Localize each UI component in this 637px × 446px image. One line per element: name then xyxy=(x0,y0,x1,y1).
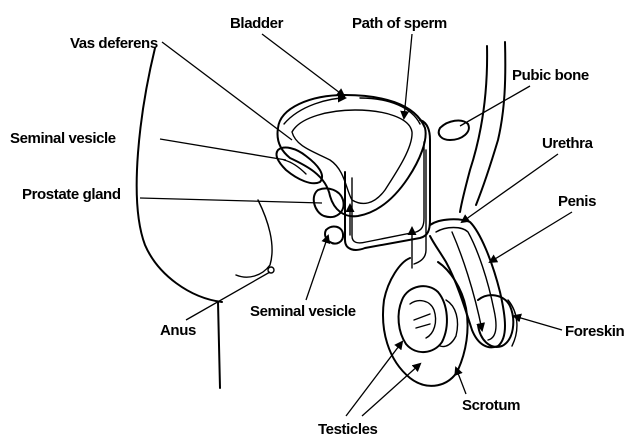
leader-prostate-gland xyxy=(140,198,322,203)
leader-lines xyxy=(140,34,572,416)
label-scrotum: Scrotum xyxy=(462,397,520,414)
leader-pubic-bone xyxy=(460,86,530,126)
thigh-curve xyxy=(236,200,272,277)
label-seminal-vesicle-bottom: Seminal vesicle xyxy=(250,303,356,320)
bulbourethral-gland-shape xyxy=(325,227,343,244)
label-pubic-bone: Pubic bone xyxy=(512,67,589,84)
label-seminal-vesicle-top: Seminal vesicle xyxy=(10,130,116,147)
label-testicles: Testicles xyxy=(318,421,378,438)
leader-urethra xyxy=(462,154,558,222)
buttock-outline xyxy=(137,48,222,302)
leader-path-of-sperm xyxy=(404,34,412,118)
leader-seminal-vesicle-bottom xyxy=(306,236,328,300)
penis-shape xyxy=(430,219,517,347)
leader-bladder xyxy=(262,34,344,96)
label-vas-deferens: Vas deferens xyxy=(70,35,158,52)
leg-line xyxy=(218,302,220,388)
label-urethra: Urethra xyxy=(542,135,594,152)
label-foreskin: Foreskin xyxy=(565,323,625,340)
leader-testicles-right xyxy=(362,364,420,416)
label-path-of-sperm: Path of sperm xyxy=(352,15,447,32)
label-penis: Penis xyxy=(558,193,596,210)
leader-seminal-vesicle-top xyxy=(160,139,286,160)
testicle-shape xyxy=(399,286,447,352)
leader-vas-deferens xyxy=(162,42,292,140)
leader-foreskin xyxy=(514,316,562,330)
labels: Bladder Path of sperm Vas deferens Pubic… xyxy=(10,15,625,438)
label-prostate-gland: Prostate gland xyxy=(22,186,121,203)
label-anus: Anus xyxy=(160,322,196,339)
abdomen-outline-outer xyxy=(476,42,505,205)
scrotum-shape xyxy=(383,258,468,386)
vas-deferens xyxy=(345,120,430,268)
label-bladder: Bladder xyxy=(230,15,284,32)
leader-penis xyxy=(490,212,572,262)
leader-scrotum xyxy=(456,368,466,394)
